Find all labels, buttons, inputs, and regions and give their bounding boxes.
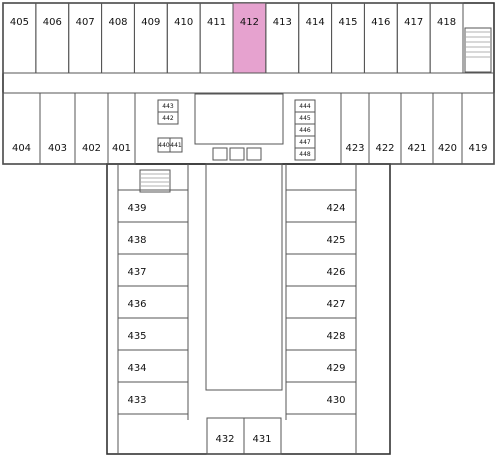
room-label-425: 425 bbox=[326, 235, 345, 246]
room-label-439: 439 bbox=[127, 203, 146, 214]
room-411[interactable] bbox=[199, 2, 234, 74]
room-label-436: 436 bbox=[127, 299, 146, 310]
room-label-443: 443 bbox=[162, 103, 174, 110]
room-label-423: 423 bbox=[345, 143, 364, 154]
room-label-419: 419 bbox=[468, 143, 487, 154]
room-433[interactable] bbox=[117, 381, 189, 415]
room-431[interactable] bbox=[243, 417, 282, 455]
room-label-417: 417 bbox=[404, 17, 423, 28]
room-label-421: 421 bbox=[407, 143, 426, 154]
room-label-420: 420 bbox=[438, 143, 457, 154]
room-label-448: 448 bbox=[299, 151, 311, 158]
room-408[interactable] bbox=[101, 2, 135, 74]
room-412[interactable] bbox=[232, 2, 267, 74]
room-label-418: 418 bbox=[437, 17, 456, 28]
room-label-444: 444 bbox=[299, 103, 311, 110]
room-label-407: 407 bbox=[76, 17, 95, 28]
room-430[interactable] bbox=[285, 381, 357, 415]
room-413[interactable] bbox=[265, 2, 300, 74]
room-label-424: 424 bbox=[326, 203, 345, 214]
room-label-411: 411 bbox=[207, 17, 226, 28]
room-407[interactable] bbox=[68, 2, 103, 74]
room-label-435: 435 bbox=[127, 331, 146, 342]
room-442[interactable] bbox=[157, 111, 179, 125]
room-label-440: 440 bbox=[158, 142, 170, 149]
room-label-410: 410 bbox=[174, 17, 193, 28]
room-410[interactable] bbox=[166, 2, 201, 74]
room-label-434: 434 bbox=[127, 363, 146, 374]
room-label-437: 437 bbox=[127, 267, 146, 278]
room-label-414: 414 bbox=[306, 17, 325, 28]
room-label-429: 429 bbox=[326, 363, 345, 374]
room-415[interactable] bbox=[331, 2, 365, 74]
room-label-441: 441 bbox=[170, 142, 182, 149]
room-label-404: 404 bbox=[12, 143, 31, 154]
room-441[interactable] bbox=[169, 137, 183, 153]
room-label-412: 412 bbox=[240, 17, 259, 28]
room-label-416: 416 bbox=[371, 17, 390, 28]
room-label-408: 408 bbox=[108, 17, 127, 28]
room-label-401: 401 bbox=[112, 143, 131, 154]
room-label-409: 409 bbox=[141, 17, 160, 28]
room-448[interactable] bbox=[294, 147, 316, 161]
room-406[interactable] bbox=[35, 2, 70, 74]
room-401[interactable] bbox=[107, 92, 136, 165]
room-label-406: 406 bbox=[43, 17, 62, 28]
south-wing-walls bbox=[117, 163, 357, 454]
room-label-415: 415 bbox=[338, 17, 357, 28]
room-409[interactable] bbox=[133, 2, 168, 74]
room-label-446: 446 bbox=[299, 127, 311, 134]
room-label-403: 403 bbox=[48, 143, 67, 154]
stairs bbox=[141, 31, 490, 187]
room-label-428: 428 bbox=[326, 331, 345, 342]
room-414[interactable] bbox=[298, 2, 333, 74]
room-label-442: 442 bbox=[162, 115, 174, 122]
room-label-433: 433 bbox=[127, 395, 146, 406]
room-label-413: 413 bbox=[273, 17, 292, 28]
room-label-426: 426 bbox=[326, 267, 345, 278]
room-405[interactable] bbox=[2, 2, 37, 74]
room-label-431: 431 bbox=[252, 434, 271, 445]
room-label-402: 402 bbox=[82, 143, 101, 154]
rooms-layer bbox=[2, 2, 495, 455]
room-label-438: 438 bbox=[127, 235, 146, 246]
room-label-430: 430 bbox=[326, 395, 345, 406]
room-416[interactable] bbox=[363, 2, 398, 74]
room-label-405: 405 bbox=[10, 17, 29, 28]
labels-layer: 405 406 407 408 409 410 411 412 413 414 415 416 417 4… bbox=[10, 17, 488, 445]
room-label-422: 422 bbox=[375, 143, 394, 154]
room-label-447: 447 bbox=[299, 139, 311, 146]
room-label-445: 445 bbox=[299, 115, 311, 122]
room-label-427: 427 bbox=[326, 299, 345, 310]
room-label-432: 432 bbox=[215, 434, 234, 445]
room-418[interactable] bbox=[429, 2, 464, 74]
room-417[interactable] bbox=[396, 2, 431, 74]
room-419[interactable] bbox=[461, 92, 495, 165]
